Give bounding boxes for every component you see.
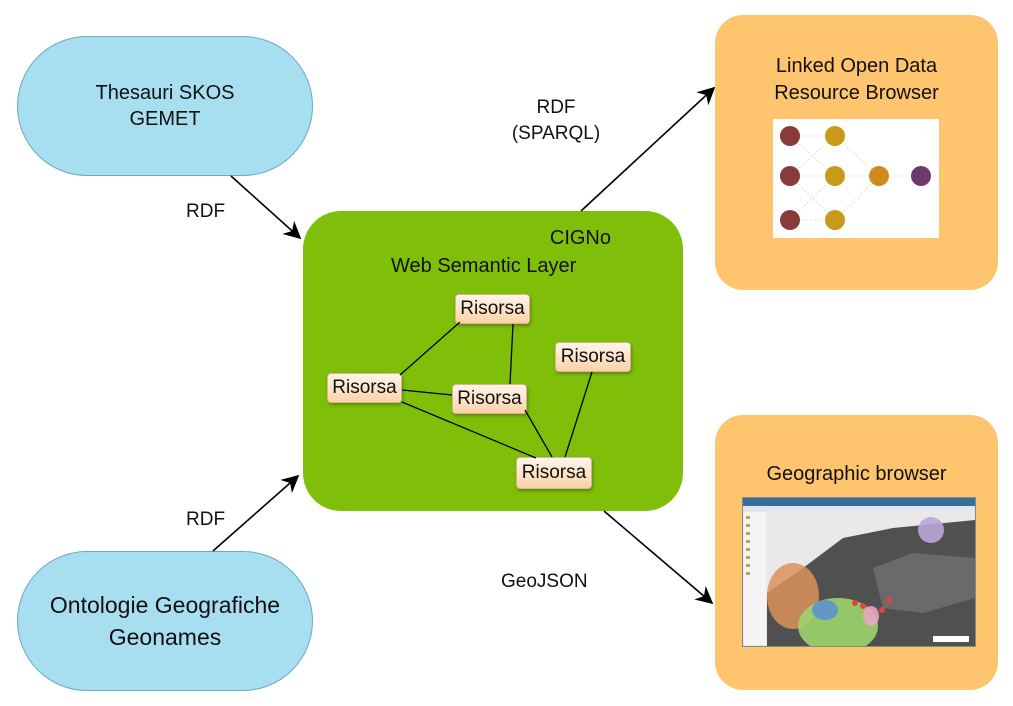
label-rdf-sparql: RDF (SPARQL) — [497, 95, 615, 146]
thesauri-line1: Thesauri SKOS — [95, 82, 235, 104]
risorsa-bottom: Risorsa — [516, 457, 592, 489]
geo-map-thumbnail — [742, 497, 976, 654]
arrow-core-to-geo — [603, 510, 714, 605]
risorsa-top: Risorsa — [455, 294, 530, 324]
lod-graph-thumbnail — [773, 119, 939, 238]
lod-line1: Linked Open Data — [775, 55, 938, 77]
lod-graph-svg — [780, 126, 931, 230]
linked-open-data-panel: Linked Open Data Resource Browser — [715, 15, 998, 290]
risorsa-left: Risorsa — [327, 373, 402, 403]
lod-line2: Resource Browser — [774, 82, 939, 104]
thesauri-line2: GEMET — [129, 108, 201, 130]
arrow-core-to-lod — [580, 86, 716, 212]
ontologie-line2: Geonames — [108, 624, 222, 650]
geo-title: Geographic browser — [766, 463, 947, 485]
resource-links — [399, 321, 593, 459]
arrow-thesauri-to-core — [230, 175, 302, 240]
cigno-subtitle: Web Semantic Layer — [391, 255, 577, 277]
thesauri-skos-node: Thesauri SKOS GEMET — [17, 36, 313, 176]
ontologie-geografiche-node: Ontologie Geografiche Geonames — [17, 551, 313, 691]
label-sparql: (SPARQL) — [511, 122, 601, 144]
arrow-ontologie-to-core — [212, 474, 300, 552]
risorsa-center: Risorsa — [452, 384, 527, 414]
label-rdf-lod: RDF — [536, 97, 576, 118]
label-rdf-thesauri: RDF — [186, 201, 226, 222]
cigno-title: CIGNo — [549, 227, 611, 249]
ontologie-line1: Ontologie Geografiche — [49, 591, 281, 618]
label-rdf-ontologie: RDF — [186, 509, 226, 530]
risorsa-right: Risorsa — [555, 342, 631, 372]
geo-map-svg — [742, 498, 975, 654]
label-geojson: GeoJSON — [501, 571, 588, 592]
